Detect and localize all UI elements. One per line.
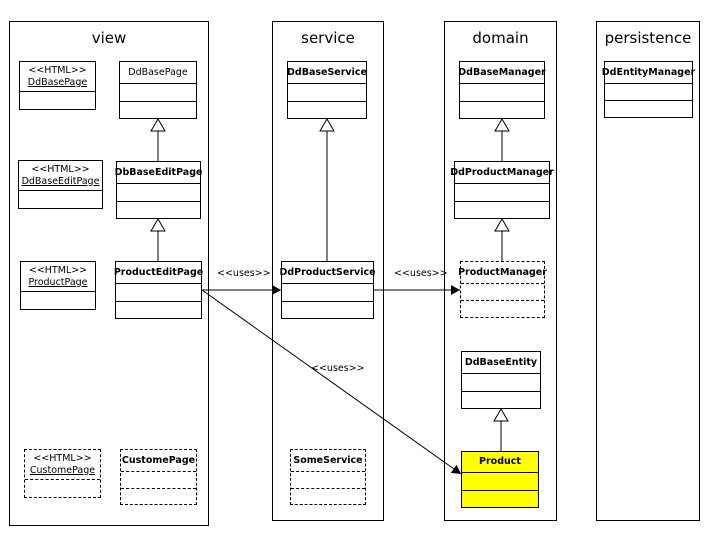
class-section — [21, 292, 95, 309]
class-section — [460, 102, 544, 119]
class-name: ProductPage — [28, 276, 88, 288]
class-someservice: SomeService — [290, 449, 366, 505]
class-section — [20, 92, 95, 109]
class-product: Product — [461, 451, 539, 508]
class-name: SomeService — [291, 450, 365, 472]
class-section — [25, 480, 100, 497]
class-ddproductmanager: DdProductManager — [450, 161, 554, 219]
class-ddbasemanager: DdBaseManager — [458, 61, 546, 119]
class-section — [117, 184, 200, 202]
class-section — [120, 84, 196, 102]
class-name: DbBaseEditPage — [115, 162, 202, 184]
class-section — [288, 102, 366, 119]
class-html-productpage: <<HTML>> ProductPage — [20, 261, 96, 310]
class-section — [291, 489, 365, 505]
class-section — [121, 472, 196, 489]
class-section — [460, 84, 544, 102]
uses-label: <<uses>> — [311, 363, 365, 374]
class-section — [455, 202, 549, 219]
class-ddbasepage: DdBasePage — [119, 61, 197, 119]
class-html-ddbaseeditpage: <<HTML>> DdBaseEditPage — [18, 160, 103, 209]
class-name: CustomePage — [29, 464, 96, 476]
class-section — [462, 491, 538, 508]
layer-title-service: service — [301, 29, 355, 47]
class-section — [282, 284, 373, 302]
class-section — [120, 102, 196, 119]
class-section — [455, 184, 549, 202]
class-name: DdBaseService — [287, 62, 367, 84]
uses-label: <<uses>> — [394, 268, 448, 279]
class-section — [605, 101, 692, 117]
class-customepage: CustomePage — [120, 449, 197, 505]
class-section — [605, 84, 692, 101]
class-name: ProductManager — [458, 262, 547, 284]
class-ddentitymanager: DdEntityManager — [602, 61, 695, 118]
layer-title-persistence: persistence — [604, 29, 692, 47]
class-producteditpage: ProductEditPage — [114, 261, 203, 319]
class-section — [116, 284, 201, 302]
class-name: DdBaseEntity — [462, 352, 540, 374]
class-html-ddbasepage: <<HTML>> DdBasePage — [19, 61, 96, 110]
class-name: CustomePage — [121, 450, 196, 472]
uses-label: <<uses>> — [217, 268, 271, 279]
class-name: DdEntityManager — [602, 62, 695, 84]
layer-title-domain: domain — [472, 29, 529, 47]
class-section — [116, 302, 201, 319]
class-name: Product — [462, 452, 538, 473]
class-name: DdProductManager — [450, 162, 554, 184]
class-section — [117, 202, 200, 219]
class-section — [461, 301, 544, 317]
class-section — [462, 473, 538, 491]
class-name: ProductEditPage — [114, 262, 203, 284]
class-name: DdBasePage — [27, 76, 88, 88]
class-name: DdProductService — [279, 262, 376, 284]
class-section — [282, 302, 373, 319]
class-productmanager: ProductManager — [458, 261, 547, 318]
class-ddproductservice: DdProductService — [279, 261, 376, 319]
class-section — [462, 374, 540, 392]
class-html-customepage: <<HTML>> CustomePage — [24, 449, 101, 498]
class-section — [19, 191, 102, 208]
class-section — [462, 392, 540, 409]
class-name: DdBaseManager — [458, 62, 546, 84]
stereotype-label: <<HTML>> — [28, 264, 88, 276]
class-section — [291, 472, 365, 489]
layer-title-view: view — [91, 29, 127, 47]
class-section — [121, 489, 196, 505]
stereotype-label: <<HTML>> — [33, 452, 92, 464]
class-ddbaseentity: DdBaseEntity — [461, 351, 541, 409]
class-section — [288, 84, 366, 102]
class-section — [461, 284, 544, 301]
stereotype-label: <<HTML>> — [28, 64, 87, 76]
class-ddbaseservice: DdBaseService — [287, 61, 367, 119]
class-name: DdBasePage — [120, 62, 196, 84]
class-name: DdBaseEditPage — [21, 175, 100, 187]
stereotype-label: <<HTML>> — [31, 163, 90, 175]
class-dbbaseeditpage: DbBaseEditPage — [115, 161, 202, 219]
